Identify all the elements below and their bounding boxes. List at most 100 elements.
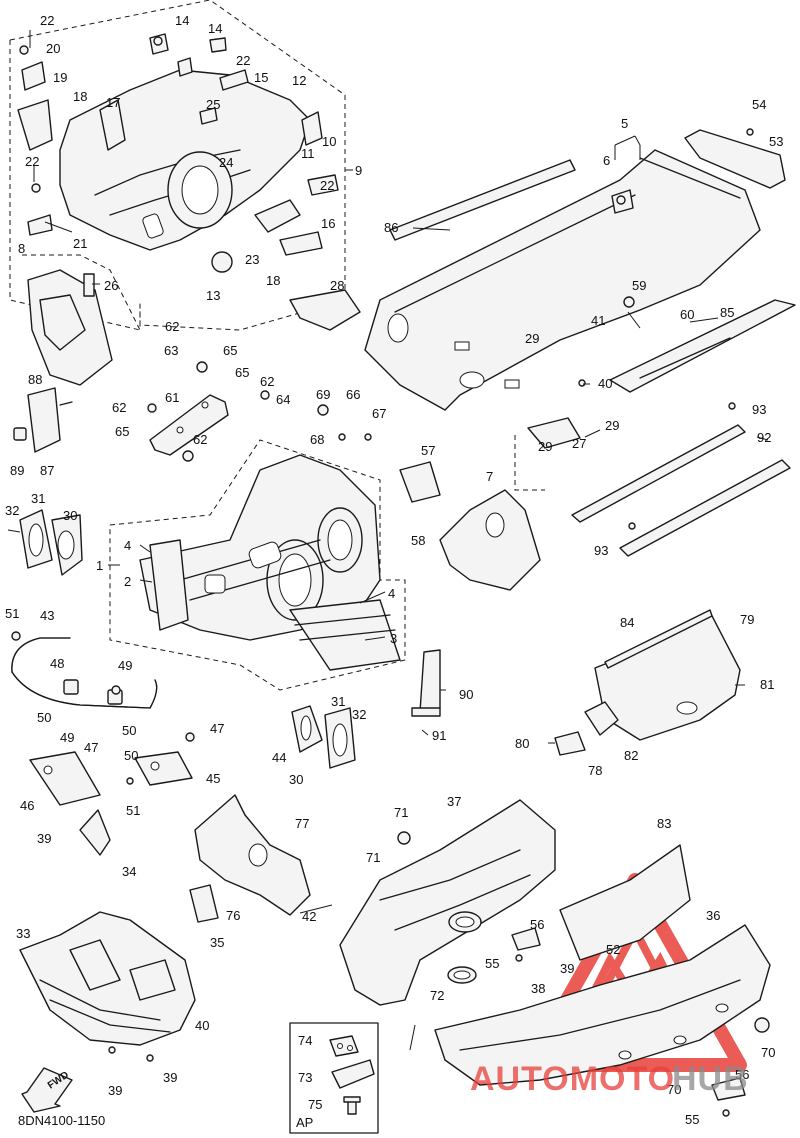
callout: 17	[106, 95, 120, 110]
callout: 56	[530, 917, 544, 932]
leader-lines	[44, 135, 769, 1051]
callout: 11	[301, 146, 315, 161]
callout: 85	[720, 305, 734, 320]
callout: 93	[752, 402, 766, 417]
callout: 67	[372, 406, 386, 421]
callout: 62	[260, 374, 274, 389]
callout: 18	[266, 273, 280, 288]
bracket-45-46	[29, 751, 193, 806]
callout: 39	[163, 1070, 177, 1085]
lower-pan-37	[339, 799, 556, 1006]
callout: 52	[606, 942, 620, 957]
callout: 83	[657, 816, 671, 831]
callout: 89	[10, 463, 24, 478]
cover-30-31-middle	[291, 705, 356, 769]
callout: 64	[276, 392, 290, 407]
callout: 39	[108, 1083, 122, 1098]
callout: 16	[321, 216, 335, 231]
svg-text:HUB: HUB	[672, 1060, 749, 1098]
callout: 79	[740, 612, 754, 627]
callout: 27	[572, 436, 586, 451]
bracket-34	[79, 809, 111, 856]
callout: 4	[388, 586, 395, 601]
callout: 5	[621, 116, 628, 131]
bracket-27	[527, 417, 581, 449]
callout: 42	[302, 909, 316, 924]
front-cowl-33	[19, 911, 196, 1046]
callout-labels: 1 2 3 4 4 5 6 7 8 9 10 11 12 13 14 14 15…	[5, 13, 783, 1127]
callout: 6	[603, 153, 610, 168]
cover-30-31-left	[7, 509, 83, 576]
callout: 57	[421, 443, 435, 458]
callout: 90	[459, 687, 473, 702]
svg-text:AUTOMOTO: AUTOMOTO	[470, 1060, 675, 1098]
callout: 18	[73, 89, 87, 104]
callout: 59	[632, 278, 646, 293]
callout: 23	[245, 252, 259, 267]
callout: 26	[104, 278, 118, 293]
callout: 74	[298, 1033, 312, 1048]
callout: 61	[165, 390, 179, 405]
callout: 46	[20, 798, 34, 813]
callout: 22	[236, 53, 250, 68]
callout: 66	[346, 387, 360, 402]
callout: 31	[331, 694, 345, 709]
callout: 9	[355, 163, 362, 178]
callout: 14	[208, 21, 222, 36]
callout: 45	[206, 771, 220, 786]
callout: 49	[60, 730, 74, 745]
callout: 60	[680, 307, 694, 322]
callout: 92	[757, 430, 771, 445]
callout: 32	[352, 707, 366, 722]
ap-detail-box	[289, 1022, 379, 1134]
callout: 73	[298, 1070, 312, 1085]
callout: 14	[175, 13, 189, 28]
callout: 33	[16, 926, 30, 941]
callout: 65	[115, 424, 129, 439]
callout: 70	[667, 1082, 681, 1097]
fasteners	[11, 36, 754, 1117]
callout: 10	[322, 134, 336, 149]
callout: 41	[591, 313, 605, 328]
callout: 30	[289, 772, 303, 787]
callout: 29	[538, 439, 552, 454]
callout: 62	[193, 432, 207, 447]
bracket-group-8	[22, 254, 141, 386]
callout: 25	[206, 97, 220, 112]
callout: 55	[685, 1112, 699, 1127]
callout: 47	[210, 721, 224, 736]
callout: 91	[432, 728, 446, 743]
callout: 68	[310, 432, 324, 447]
rails-92	[571, 424, 791, 557]
callout: 54	[752, 97, 766, 112]
callout: 81	[760, 677, 774, 692]
callout: 84	[620, 615, 634, 630]
main-frame-group-1	[109, 439, 406, 691]
callout: 15	[254, 70, 268, 85]
bracket-7-57-58	[399, 461, 541, 591]
callout: 34	[122, 864, 136, 879]
callout: 50	[124, 748, 138, 763]
callout: 87	[40, 463, 54, 478]
callout: 51	[5, 606, 19, 621]
callout: 1	[96, 558, 103, 573]
callout: 62	[112, 400, 126, 415]
callout: 12	[292, 73, 306, 88]
callout: 39	[560, 961, 574, 976]
bracket-87	[13, 387, 73, 453]
callout: 53	[769, 134, 783, 149]
callout: 4	[124, 538, 131, 553]
callout: 63	[164, 343, 178, 358]
fwd-arrow-icon	[21, 1067, 73, 1113]
callout: 77	[295, 816, 309, 831]
callout: 55	[485, 956, 499, 971]
callout: 13	[206, 288, 220, 303]
ap-label: AP	[296, 1115, 314, 1130]
callout: 75	[308, 1097, 322, 1112]
callout: 37	[447, 794, 461, 809]
callout: 22	[40, 13, 54, 28]
callout: 39	[37, 831, 51, 846]
callout: 21	[73, 236, 87, 251]
